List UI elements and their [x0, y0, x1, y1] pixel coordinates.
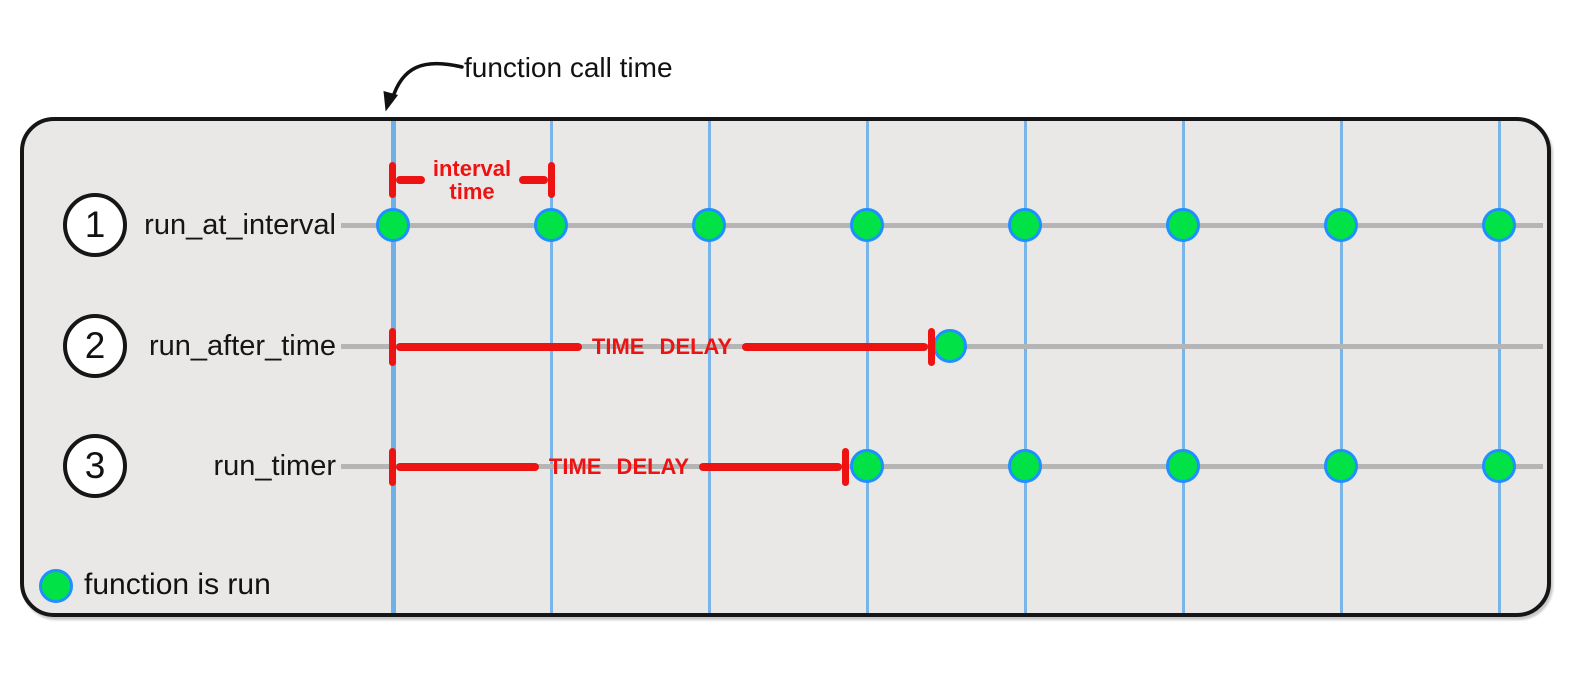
- timeline-vertical-line: [390, 121, 396, 613]
- run-dot: [1324, 449, 1358, 483]
- time-delay-marker-row2: TIME DELAY: [389, 328, 935, 366]
- run-dot: [1166, 449, 1200, 483]
- curved-arrow-icon: [383, 61, 464, 112]
- run-dot: [1482, 449, 1516, 483]
- delay3-bar-left: [396, 463, 539, 471]
- interval-bar-left: [396, 176, 425, 184]
- delay3-right-tick: [842, 448, 849, 486]
- run-dot: [1008, 449, 1042, 483]
- timeline-vertical-line: [1023, 121, 1027, 613]
- run-dot: [692, 208, 726, 242]
- interval-time-marker: interval time: [389, 156, 556, 203]
- run-dot: [1482, 208, 1516, 242]
- run-dot: [850, 208, 884, 242]
- legend-run-dot: [39, 569, 73, 603]
- timeline-vertical-line: [707, 121, 711, 613]
- row2-number-circle: 2: [63, 314, 127, 378]
- run-dot: [933, 329, 967, 363]
- row1-number: 1: [84, 204, 106, 245]
- row3-label: run_timer: [213, 450, 337, 482]
- run-dot: [376, 208, 410, 242]
- delay2-left-tick: [389, 328, 396, 366]
- run-dot: [850, 449, 884, 483]
- timeline-vertical-line: [1497, 121, 1501, 613]
- run-dot: [1008, 208, 1042, 242]
- delay3-bar-right: [699, 463, 842, 471]
- row3-number-circle: 3: [63, 434, 127, 498]
- interval-time-label: interval time: [432, 155, 512, 204]
- timeline-vertical-line: [865, 121, 869, 613]
- delay2-right-tick: [928, 328, 935, 366]
- row2-label: run_after_time: [149, 330, 336, 362]
- row-timeline-line: [341, 222, 1543, 228]
- interval-left-tick: [389, 162, 396, 198]
- time-delay-label-row2: TIME DELAY: [591, 334, 733, 360]
- row2-number: 2: [84, 325, 106, 366]
- delay3-left-tick: [389, 448, 396, 486]
- run-dot: [534, 208, 568, 242]
- timeline-vertical-line: [1181, 121, 1185, 613]
- delay2-bar-right: [742, 343, 928, 351]
- time-delay-label-row3: TIME DELAY: [548, 454, 690, 480]
- interval-bar-right: [519, 176, 549, 184]
- interval-right-tick: [548, 162, 556, 198]
- delay2-bar-left: [396, 343, 582, 351]
- run-dot: [1166, 208, 1200, 242]
- diagram-panel: [20, 117, 1551, 617]
- run-dot: [1324, 208, 1358, 242]
- row3-number: 3: [84, 445, 106, 486]
- timeline-vertical-line: [549, 121, 553, 613]
- row1-number-circle: 1: [63, 193, 127, 257]
- legend-label: function is run: [84, 568, 271, 601]
- row1-label: run_at_interval: [144, 209, 336, 241]
- function-call-time-label: function call time: [464, 52, 673, 83]
- time-delay-marker-row3: TIME DELAY: [389, 448, 849, 486]
- row-timeline-line: [341, 463, 1543, 469]
- timeline-vertical-line: [1339, 121, 1343, 613]
